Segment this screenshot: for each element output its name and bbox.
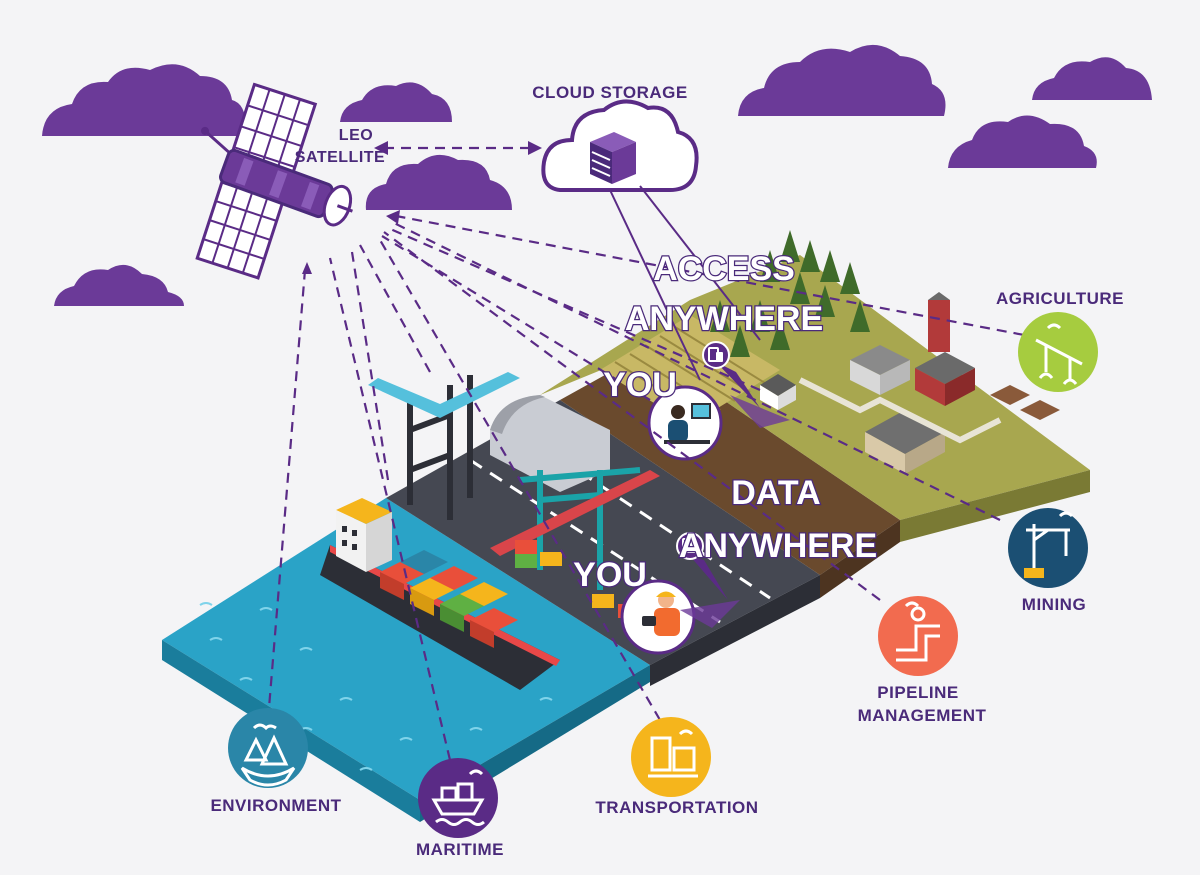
link-agriculture (395, 214, 1041, 340)
red-barn (915, 352, 975, 406)
leo-satellite: LEO SATELLITE (195, 82, 385, 280)
anywhere-top-label: ANYWHERE (625, 300, 823, 338)
cloud-decoration-left (54, 264, 184, 306)
environment-label: ENVIRONMENT (210, 796, 341, 815)
dirt-field (560, 350, 900, 598)
irrigation-icon (1035, 323, 1083, 385)
warehouse (490, 395, 610, 492)
sector-environment: ENVIRONMENT (210, 708, 341, 815)
satellite-links (266, 210, 1041, 761)
mining-crane-icon (1024, 511, 1074, 578)
link-port (350, 251, 390, 481)
container-ship (320, 498, 560, 690)
cloud-decoration-center (365, 154, 512, 210)
barn-left (850, 345, 910, 395)
office-worker-avatar (647, 385, 723, 461)
link-transportation (379, 239, 661, 721)
cloud-decoration-far-right (1032, 57, 1152, 100)
ship-containers (380, 550, 518, 648)
server-icon (590, 132, 636, 184)
mining-label: MINING (1022, 595, 1086, 614)
port-structures (368, 372, 660, 618)
leo-label-line2: SATELLITE (295, 149, 385, 166)
link-mining (391, 221, 1001, 521)
forest-icon (240, 723, 296, 787)
sheds (990, 385, 1060, 420)
maritime-label: MARITIME (416, 840, 504, 859)
satellite-cloud-link (374, 141, 542, 155)
trees (710, 230, 870, 357)
sector-transportation: TRANSPORTATION (595, 717, 758, 817)
train-icon (648, 729, 698, 778)
cloud-decoration-top-right-large (738, 44, 946, 117)
you-top-label: YOU (603, 366, 677, 404)
device-marker-bottom (676, 532, 728, 600)
ship-bridge (336, 498, 392, 572)
leo-label-line1: LEO (339, 127, 373, 144)
satellite-body (201, 126, 353, 227)
small-house (760, 374, 796, 410)
crane-right-boom (490, 470, 660, 556)
pipeline-label-line1: PIPELINE (877, 683, 958, 702)
crane-left-boom (368, 372, 520, 418)
you-bottom-label: YOU (573, 556, 647, 594)
agriculture-label: AGRICULTURE (996, 289, 1124, 308)
cloud-decoration-right (948, 115, 1097, 168)
link-cloud-field (639, 185, 761, 341)
link-environment (266, 269, 307, 721)
cloud-links (609, 185, 761, 381)
pipeline-icon (896, 601, 940, 662)
cloud-decoration-top-left (42, 64, 247, 136)
data-label: DATA (731, 474, 820, 512)
silo (928, 292, 950, 352)
link-pipeline (383, 231, 881, 601)
link-maritime (328, 257, 452, 761)
farm-buildings (760, 292, 1060, 474)
sector-mining: MINING (1008, 508, 1088, 614)
access-label: ACCESS (653, 250, 795, 288)
sector-agriculture: AGRICULTURE (996, 289, 1124, 392)
pipeline-label-line2: MANAGEMENT (858, 706, 987, 725)
signal-beam-top (730, 395, 790, 428)
link-crane (359, 244, 431, 373)
link-cloud-office (609, 189, 701, 381)
sector-maritime: MARITIME (416, 758, 504, 859)
anywhere-bottom-label: ANYWHERE (679, 527, 877, 565)
cloud-decoration-top-mid (340, 82, 452, 122)
ship-icon (431, 769, 485, 826)
transportation-label: TRANSPORTATION (595, 798, 758, 817)
farm-road (798, 377, 1002, 444)
cloud-storage: CLOUD STORAGE (532, 83, 699, 192)
cloud-storage-label: CLOUD STORAGE (532, 83, 687, 102)
sector-pipeline: PIPELINE MANAGEMENT (858, 596, 987, 725)
signal-beam-bottom (680, 600, 740, 628)
